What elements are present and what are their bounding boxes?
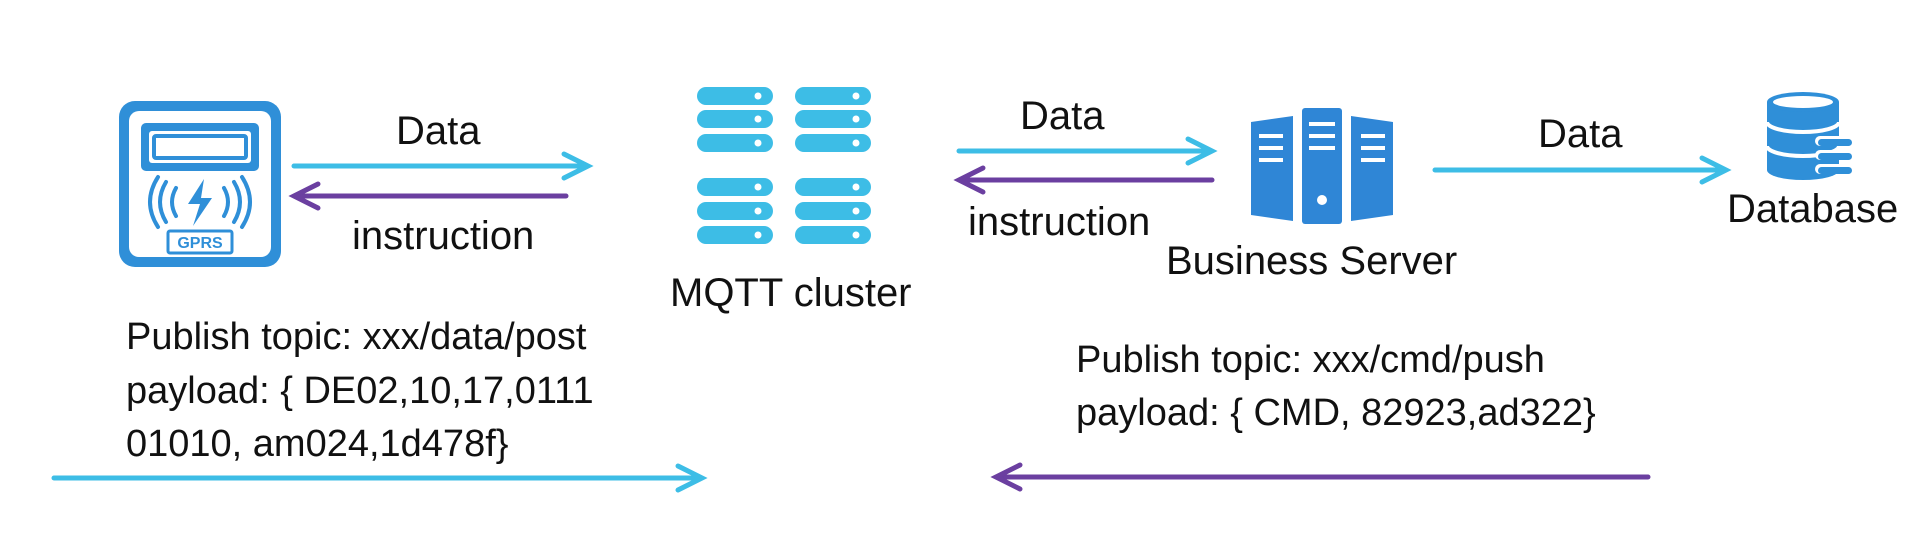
publish-data-topic: Publish topic: xxx/data/post [126,316,587,358]
data-label-meter-mqtt: Data [396,109,481,153]
publish-data-payload-line2: 01010, am024,1d478f} [126,423,508,465]
business-server-label: Business Server [1166,239,1457,283]
arrow-mqtt-to-meter [288,181,569,211]
arrow-mqtt-to-business [956,136,1218,166]
arrow-business-to-database [1432,155,1732,185]
arrow-publish-cmd [990,462,1651,492]
server-tower-details [1259,122,1385,205]
database-icon [1765,92,1853,180]
instruction-label-business-mqtt: instruction [968,200,1150,244]
arrow-meter-to-mqtt [291,151,594,181]
arrow-publish-data [51,463,708,493]
database-label: Database [1727,187,1898,231]
instruction-label-mqtt-meter: instruction [352,214,534,258]
server-rack-leds [754,92,860,239]
gprs-badge: GPRS [177,235,223,252]
publish-cmd-payload: payload: { CMD, 82923,ad322} [1076,392,1596,434]
publish-cmd-topic: Publish topic: xxx/cmd/push [1076,339,1545,381]
mqtt-cluster-label: MQTT cluster [670,271,912,315]
publish-data-payload-line1: payload: { DE02,10,17,0111 [126,370,594,412]
data-label-mqtt-business: Data [1020,94,1105,138]
smart-meter-icon: GPRS [119,101,281,267]
arrow-business-to-mqtt [953,165,1215,195]
server-rack-icon [697,87,871,244]
data-label-business-database: Data [1538,112,1623,156]
